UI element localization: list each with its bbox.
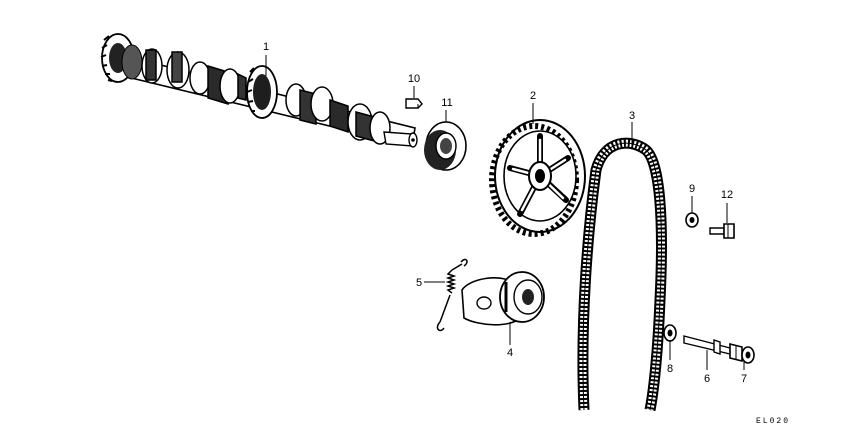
tensioner-spring xyxy=(436,258,468,332)
callout-6: 6 xyxy=(704,373,710,385)
camshaft-lobes xyxy=(141,48,391,145)
camshaft-front-gear xyxy=(100,33,143,83)
belt-tensioner xyxy=(461,271,545,326)
callout-9: 9 xyxy=(689,183,695,195)
callout-1: 1 xyxy=(263,41,269,53)
bolt-12 xyxy=(709,223,735,239)
callout-7: 7 xyxy=(741,373,747,385)
callout-10: 10 xyxy=(408,73,420,85)
washer-7 xyxy=(741,346,755,364)
camshaft-mid-gear xyxy=(246,65,278,119)
camshaft xyxy=(100,33,418,148)
callout-3: 3 xyxy=(629,110,635,122)
callout-4: 4 xyxy=(507,347,513,359)
callout-labels: 1 2 3 4 5 6 7 8 9 10 11 12 xyxy=(263,41,747,385)
callout-5: 5 xyxy=(416,277,422,289)
timing-belt xyxy=(577,137,667,412)
timing-pulley xyxy=(489,119,586,237)
bolt-6 xyxy=(683,335,743,363)
oil-seal xyxy=(424,121,467,171)
woodruff-key xyxy=(405,98,423,109)
drawing-code: EL020 xyxy=(756,417,790,426)
callout-8: 8 xyxy=(667,363,673,375)
washer-9 xyxy=(685,212,699,228)
callout-11: 11 xyxy=(441,97,452,109)
callout-2: 2 xyxy=(530,90,536,102)
washer-8 xyxy=(663,324,677,342)
callout-12: 12 xyxy=(721,189,733,201)
leader-lines xyxy=(265,55,745,370)
